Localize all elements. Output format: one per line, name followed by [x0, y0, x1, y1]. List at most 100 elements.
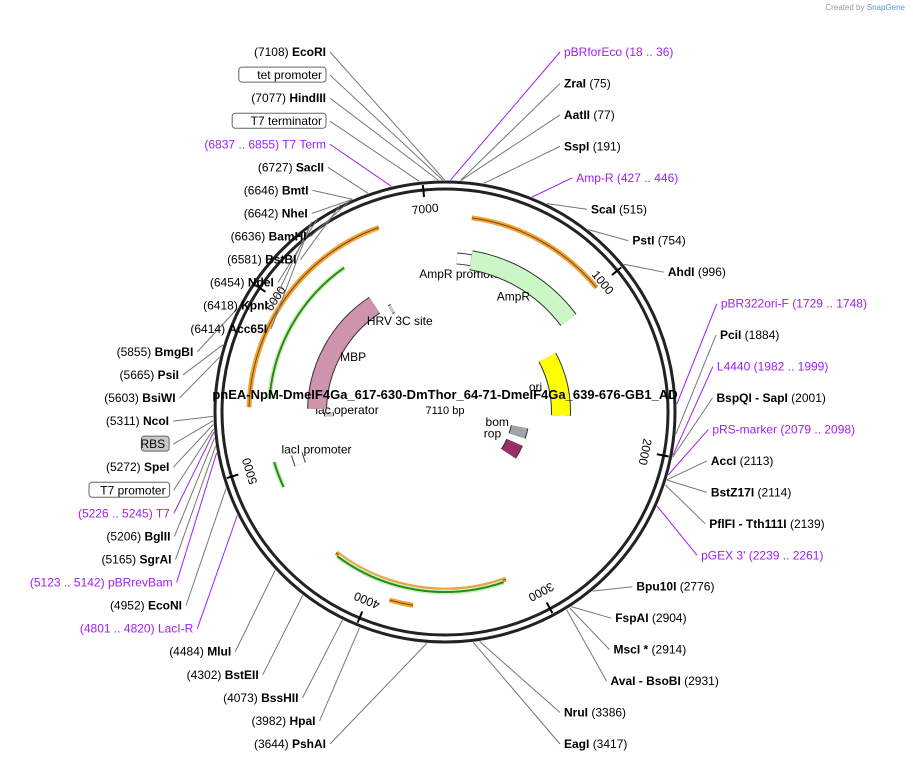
- leader-bsshii: [302, 620, 342, 698]
- leader-hindiii: [330, 98, 438, 180]
- site-label-ecori: (7108) EcoRI: [254, 45, 326, 59]
- site-label-bmti: (6646) BmtI: [244, 183, 309, 197]
- site-label-t7-term: (6837 .. 6855) T7 Term: [204, 137, 326, 151]
- site-label-bamhi: (6636) BamHI: [231, 230, 307, 244]
- snapgene-credit: Created by SnapGene: [825, 3, 905, 12]
- leader-pbrforeco: [451, 52, 560, 180]
- site-label-hpai: (3982) HpaI: [251, 714, 315, 728]
- site-label-nrui: NruI (3386): [564, 706, 626, 720]
- leader-t7-terminator: [330, 121, 419, 181]
- site-label-avai-bsobi: AvaI - BsoBI (2931): [611, 674, 719, 688]
- site-label-bspqi-sapi: BspQI - SapI (2001): [716, 391, 825, 405]
- leader-nrui: [480, 641, 560, 712]
- site-label-amp-r: Amp-R (427 .. 446): [576, 171, 678, 185]
- site-label-bsiwi: (5603) BsiWI: [104, 391, 175, 405]
- leader-pflfi-tth111i: [665, 485, 705, 524]
- leader-zrai: [460, 83, 560, 180]
- site-label-fspai: FspAI (2904): [615, 611, 686, 625]
- site-label-rbs: RBS: [140, 437, 165, 451]
- site-label-econi: (4952) EcoNI: [110, 599, 182, 613]
- site-label-prs-marker: pRS-marker (2079 .. 2098): [712, 422, 855, 436]
- site-label-kpni: (6418) KpnI: [203, 299, 268, 313]
- site-label-l4440: L4440 (1982 .. 1999): [717, 360, 828, 374]
- leader-eagi: [473, 642, 560, 744]
- tick-label-2000: 2000: [636, 437, 655, 466]
- leader-pshai: [330, 643, 427, 744]
- leader-bstz17i: [667, 480, 707, 492]
- site-label-sspi: SspI (191): [564, 139, 621, 153]
- orf-frame-core-2: [274, 462, 283, 487]
- snapgene-logo: SnapGene: [867, 3, 905, 12]
- plasmid-length: 7110 bp: [426, 405, 465, 417]
- feature-label-mbp: MBP: [340, 350, 366, 364]
- leader-ahdi: [624, 264, 664, 272]
- leader-avai-bsobi: [567, 610, 607, 681]
- leader-bpu10i: [592, 587, 632, 591]
- site-label-scai: ScaI (515): [591, 202, 647, 216]
- leader-bglii: [174, 438, 214, 537]
- tick-label-4000: 4000: [352, 589, 382, 612]
- site-label-eagi: EagI (3417): [564, 737, 627, 751]
- site-label-nhei: (6642) NheI: [244, 206, 308, 220]
- site-label-pgex-3-: pGEX 3' (2239 .. 2261): [701, 548, 823, 562]
- site-label-pflfi-tth111i: PflFI - Tth111I (2139): [709, 517, 824, 531]
- site-label-pbr322ori-f: pBR322ori-F (1729 .. 1748): [721, 297, 867, 311]
- leader-bsteii: [263, 595, 303, 675]
- site-label-psti: PstI (754): [632, 234, 685, 248]
- site-label-spei: (5272) SpeI: [106, 460, 169, 474]
- leader-sgrai: [176, 446, 216, 559]
- site-label-pbrforeco: pBRforEco (18 .. 36): [564, 45, 673, 59]
- site-label-sgrai: (5165) SgrAI: [101, 552, 171, 566]
- leader-pbrrevbam: [177, 453, 217, 583]
- leader-rbs: [173, 421, 213, 444]
- site-label-bstz17i: BstZ17I (2114): [711, 485, 792, 499]
- leader-hpai: [320, 628, 360, 721]
- site-label-t7-promoter: T7 promoter: [100, 483, 165, 497]
- feature-label-hrv-3c-site: HRV 3C site: [367, 314, 433, 328]
- site-label-bglii: (5206) BglII: [106, 529, 170, 543]
- site-label-ahdi: AhdI (996): [668, 265, 726, 279]
- site-label-tet-promoter: tet promoter: [257, 68, 322, 82]
- feature-rop: [509, 442, 515, 453]
- leader-econi: [186, 489, 226, 606]
- feature-label-rop: rop: [484, 427, 502, 441]
- site-label-msci-: MscI * (2914): [614, 643, 687, 657]
- tick-label-7000: 7000: [411, 201, 439, 218]
- site-label-ndei: (6454) NdeI: [210, 276, 274, 290]
- site-label-acci: AccI (2113): [711, 454, 774, 468]
- site-label-psii: (5665) PsiI: [120, 368, 179, 382]
- site-label-bpu10i: Bpu10I (2776): [636, 580, 714, 594]
- plasmid-name: pnEA-NpM-DmeIF4Ga_617-630-DmThor_64-71-D…: [212, 387, 677, 402]
- site-label-pbrrevbam: (5123 .. 5142) pBRrevBam: [30, 576, 173, 590]
- leader-bmti: [313, 190, 353, 199]
- tick-7000: [423, 185, 424, 197]
- feature-ampr-promoter: [457, 258, 471, 260]
- feature-hrv-3c-site: [390, 308, 392, 309]
- site-label-acc65i: (6414) Acc65I: [190, 322, 267, 336]
- site-label-bmgbi: (5855) BmgBI: [117, 345, 194, 359]
- leader-sacii: [328, 167, 368, 193]
- leader-mlui: [235, 570, 275, 652]
- feature-bom: [517, 427, 519, 436]
- leader-pbr322ori-f: [677, 304, 717, 404]
- tick-label-3000: 3000: [526, 579, 556, 604]
- feature-label-laci-promoter: lacI promoter: [281, 442, 351, 456]
- site-label-pcii: PciI (1884): [720, 328, 779, 342]
- site-label-t7-terminator: T7 terminator: [251, 114, 322, 128]
- leader-t7: [174, 432, 214, 513]
- leader-laci-r: [197, 515, 237, 628]
- leader-t7-term: [330, 144, 391, 186]
- site-label-hindiii: (7077) HindIII: [251, 91, 326, 105]
- leader-pcii: [676, 335, 716, 434]
- site-label-bstbi: (6581) BstBI: [227, 253, 296, 267]
- site-label-laci-r: (4801 .. 4820) LacI-R: [80, 622, 194, 636]
- tick-label-5000: 5000: [239, 456, 260, 486]
- site-label-bsteii: (4302) BstEII: [187, 668, 259, 682]
- leader-pgex-3-: [657, 506, 697, 555]
- leader-sspi: [484, 146, 560, 183]
- leader-amp-r: [532, 178, 572, 197]
- leader-tet-promoter: [330, 75, 443, 180]
